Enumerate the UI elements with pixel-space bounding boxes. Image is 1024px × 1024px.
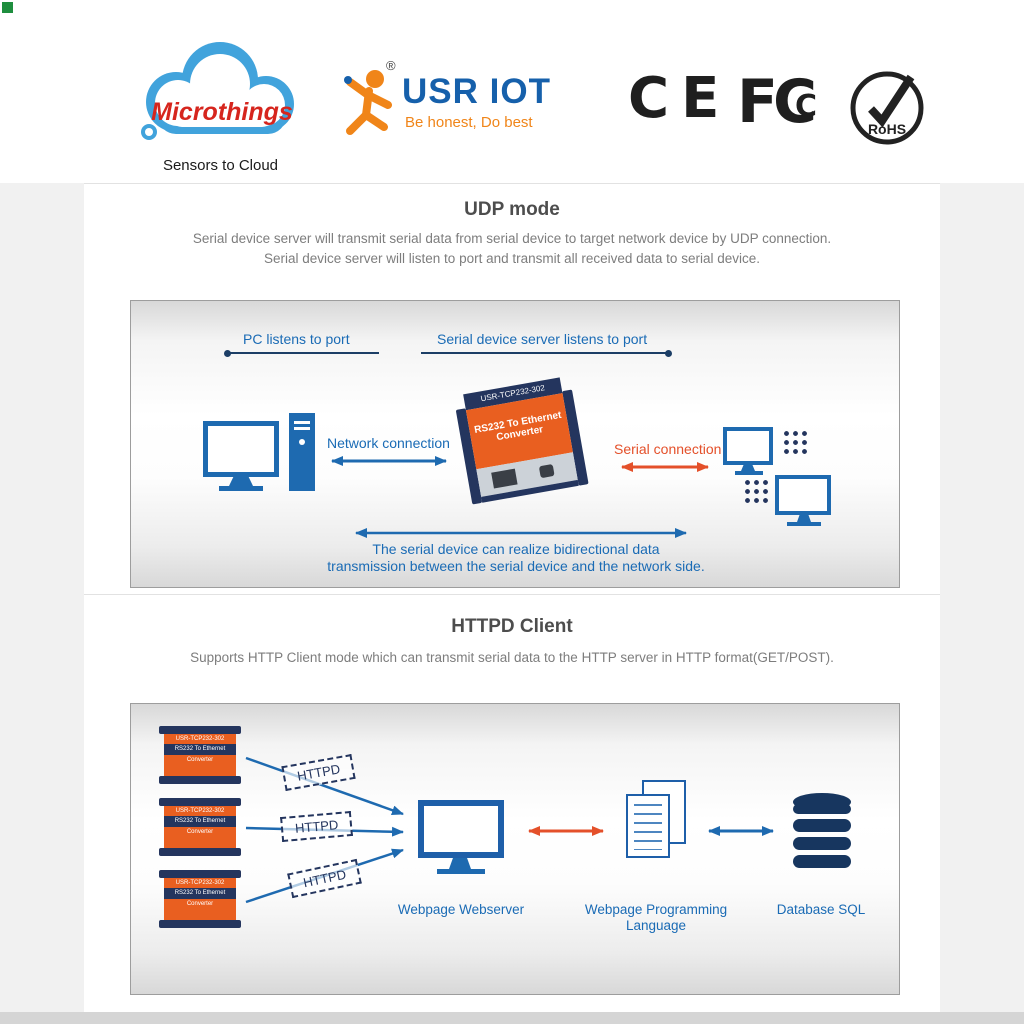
registered-mark: ® xyxy=(386,58,396,73)
udp-diagram: PC listens to port Serial device server … xyxy=(130,300,900,588)
database-icon xyxy=(793,793,851,868)
programming-label-line2: Language xyxy=(625,918,687,933)
httpd-section-title: HTTPD Client xyxy=(451,616,573,637)
fcc-letter-c: C xyxy=(773,67,817,137)
rohs-mark: RoHS xyxy=(850,71,924,145)
serial-device-server-icon: USR-TCP232-302 RS232 To Ethernet Convert… xyxy=(453,376,590,517)
dots-grid-1 xyxy=(782,429,809,456)
webserver-label: Webpage Webserver xyxy=(397,902,525,917)
small-device-2-model: USR-TCP232-302 xyxy=(175,808,225,814)
small-device-1-line1: RS232 To Ethernet xyxy=(164,744,236,755)
pc-listens-underline xyxy=(229,352,379,354)
pc-monitor-icon xyxy=(203,421,279,477)
small-device-2-bottom-flange xyxy=(159,848,241,856)
serial-connection-arrow xyxy=(621,462,709,472)
small-device-3-line2: Converter xyxy=(186,901,214,907)
small-device-3-top-flange xyxy=(159,870,241,878)
documents-icon xyxy=(626,780,688,868)
tower-slit-1 xyxy=(294,421,310,424)
microthings-tagline: Sensors to Cloud xyxy=(162,157,279,174)
tower-slit-2 xyxy=(294,427,310,430)
serial-monitor-2-stand xyxy=(797,515,811,522)
small-device-1-body: USR-TCP232-302 RS232 To Ethernet Convert… xyxy=(164,734,236,776)
udp-bottom-text-line2: transmission between the serial device a… xyxy=(327,558,705,574)
document-front-page xyxy=(626,794,670,858)
pc-listens-label: PC listens to port xyxy=(243,331,350,347)
small-device-3-model: USR-TCP232-302 xyxy=(175,880,225,886)
webserver-monitor-base xyxy=(437,869,485,874)
network-connection-label: Network connection xyxy=(327,435,450,451)
rohs-text: RoHS xyxy=(868,121,906,137)
tower-power-dot xyxy=(299,439,305,445)
pc-monitor-base xyxy=(219,486,263,491)
webserver-monitor-icon xyxy=(418,800,504,858)
server-listens-dot xyxy=(665,350,672,357)
bottom-gray-strip xyxy=(0,1012,1024,1024)
ethernet-port xyxy=(491,468,518,489)
serial-devices-group xyxy=(716,421,846,531)
small-device-1-bottom-flange xyxy=(159,776,241,784)
usriot-slogan: Be honest, Do best xyxy=(405,114,533,131)
pc-listens-dot xyxy=(224,350,231,357)
small-device-2: USR-TCP232-302 RS232 To Ethernet Convert… xyxy=(159,798,241,856)
small-device-1-model: USR-TCP232-302 xyxy=(175,736,225,742)
small-device-3: USR-TCP232-302 RS232 To Ethernet Convert… xyxy=(159,870,241,928)
httpd-description: Supports HTTP Client mode which can tran… xyxy=(190,650,834,665)
small-device-2-body: USR-TCP232-302 RS232 To Ethernet Convert… xyxy=(164,806,236,848)
serial-monitor-1-stand xyxy=(741,465,755,471)
udp-description-line2: Serial device server will listen to port… xyxy=(264,251,760,266)
small-device-3-line1: RS232 To Ethernet xyxy=(164,888,236,899)
corner-green-artifact xyxy=(2,2,13,13)
ce-mark: CE xyxy=(628,66,732,131)
programming-label-line1: Webpage Programming xyxy=(584,902,728,917)
fcc-letter-f: F xyxy=(737,67,778,137)
usriot-person-icon xyxy=(344,70,392,135)
power-port xyxy=(538,463,555,479)
small-device-2-line1: RS232 To Ethernet xyxy=(164,816,236,827)
small-device-2-top-flange xyxy=(159,798,241,806)
small-device-2-line2: Converter xyxy=(186,829,214,835)
serial-monitor-1-base xyxy=(735,471,763,475)
document-text-lines xyxy=(634,804,662,850)
language-to-database-arrow xyxy=(708,826,774,836)
serial-connection-label: Serial connection xyxy=(614,441,722,457)
webserver-monitor-stand xyxy=(449,858,471,869)
httpd-diagram: USR-TCP232-302 RS232 To Ethernet Convert… xyxy=(130,703,900,995)
serial-monitor-2-base xyxy=(787,522,821,526)
small-device-3-body: USR-TCP232-302 RS232 To Ethernet Convert… xyxy=(164,878,236,920)
udp-description-line1: Serial device server will transmit seria… xyxy=(192,231,832,246)
fcc-inner-c: C xyxy=(795,89,817,124)
section-divider-2 xyxy=(84,594,940,595)
serial-monitor-2 xyxy=(775,475,831,515)
network-connection-arrow xyxy=(331,456,447,466)
section-divider-1 xyxy=(84,183,940,184)
usriot-brand-text: USR IOT xyxy=(402,72,551,111)
microthings-cloud-logo: Microthings xyxy=(141,42,294,140)
pc-tower-icon xyxy=(289,413,315,491)
pc-icon xyxy=(203,413,315,501)
server-listens-label: Serial device server listens to port xyxy=(437,331,648,347)
pc-monitor-stand xyxy=(229,477,253,486)
database-label: Database SQL xyxy=(776,902,866,917)
small-device-1-top-flange xyxy=(159,726,241,734)
webserver-to-language-arrow xyxy=(528,826,604,836)
server-listens-underline xyxy=(421,352,669,354)
udp-section-title: UDP mode xyxy=(464,199,560,220)
dots-grid-2 xyxy=(743,478,770,505)
small-device-1: USR-TCP232-302 RS232 To Ethernet Convert… xyxy=(159,726,241,784)
bidirectional-arrow xyxy=(355,528,687,538)
microthings-brand-text: Microthings xyxy=(151,98,293,126)
small-device-3-bottom-flange xyxy=(159,920,241,928)
small-device-1-line2: Converter xyxy=(186,757,214,763)
serial-monitor-1 xyxy=(723,427,773,465)
usriot-logo: ® USR IOT Be honest, Do best xyxy=(338,58,588,156)
udp-bottom-text-line1: The serial device can realize bidirectio… xyxy=(372,541,660,557)
fcc-mark: F C C xyxy=(737,67,817,137)
